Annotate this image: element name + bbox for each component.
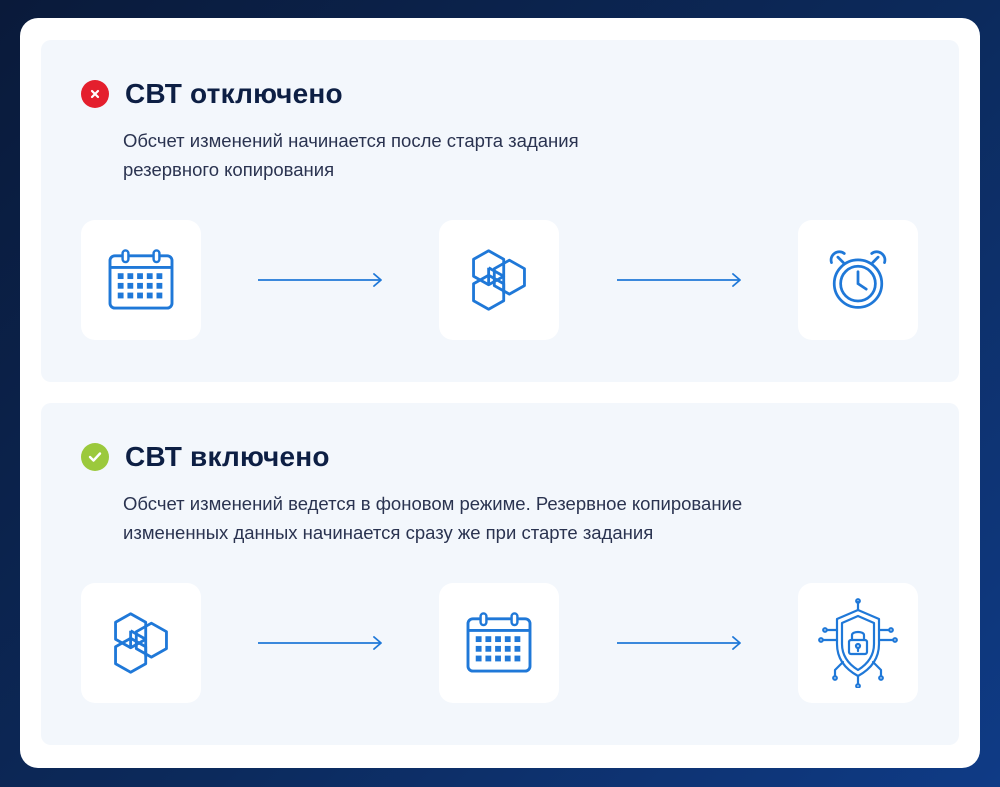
flow-step-calendar [81, 220, 201, 340]
flow-step-shield [798, 583, 918, 703]
section-title: СВТ включено [125, 441, 330, 472]
card-frame: СВТ отключено Обсчет изменений начинаетс… [20, 18, 980, 768]
x-circle-icon [81, 80, 109, 108]
flow-step-calendar [439, 583, 559, 703]
arrow-right-icon [258, 636, 384, 650]
cube-icon [108, 610, 174, 676]
security-shield-lock-icon [813, 598, 903, 688]
description-line: резервного копирования [123, 159, 335, 180]
description-line: измененных данных начинается сразу же пр… [123, 522, 654, 543]
section-header: СВТ включено [81, 441, 330, 473]
description-line: Обсчет изменений ведется в фоновом режим… [123, 493, 743, 514]
flow-step-clock [798, 220, 918, 340]
section-cbt-enabled: СВТ включено Обсчет изменений ведется в … [41, 403, 959, 745]
arrow-right-icon [258, 273, 384, 287]
description-line: Обсчет изменений начинается после старта… [123, 130, 579, 151]
flow-step-cube [439, 220, 559, 340]
arrow-right-icon [617, 636, 743, 650]
flow-step-cube [81, 583, 201, 703]
check-circle-icon [81, 443, 109, 471]
section-description: Обсчет изменений ведется в фоновом режим… [123, 489, 883, 547]
section-header: СВТ отключено [81, 78, 343, 110]
calendar-icon [107, 249, 175, 311]
calendar-icon [465, 612, 533, 674]
cube-icon [466, 247, 532, 313]
section-title: СВТ отключено [125, 78, 343, 109]
section-cbt-disabled: СВТ отключено Обсчет изменений начинаетс… [41, 40, 959, 382]
arrow-right-icon [617, 273, 743, 287]
section-description: Обсчет изменений начинается после старта… [123, 126, 883, 184]
alarm-clock-icon [826, 248, 890, 312]
